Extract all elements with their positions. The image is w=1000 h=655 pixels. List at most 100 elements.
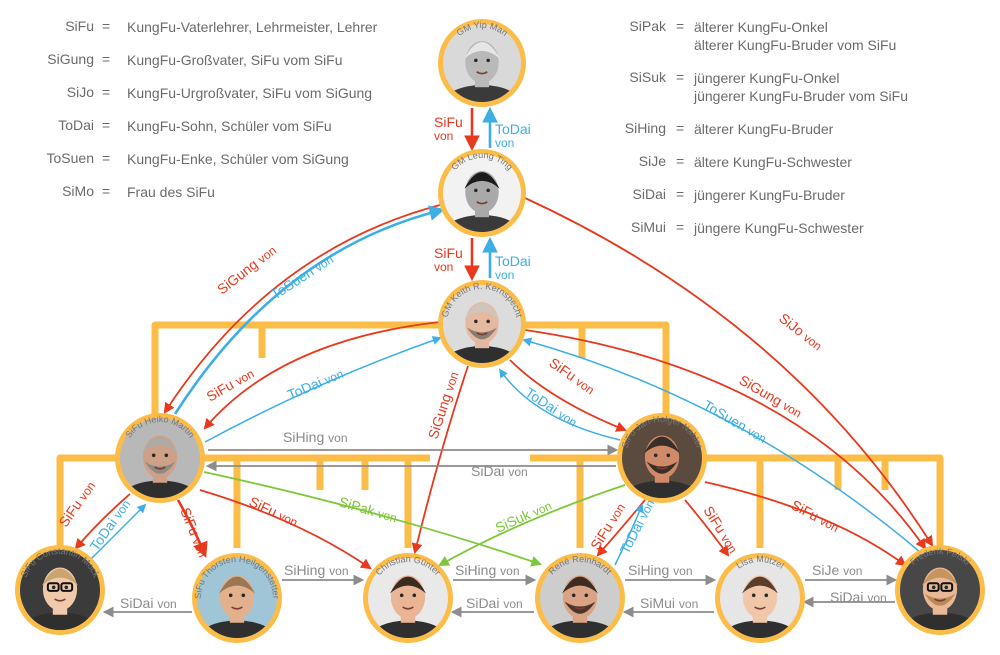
legend-definition: älterer KungFu-Bruder: [694, 121, 834, 137]
relation-arrows: [74, 106, 934, 618]
arrow-sifu-heiko-christian: [199, 489, 372, 570]
relation-label-todai: ToDai von: [285, 365, 346, 403]
legend-term: SiGung: [47, 51, 94, 67]
relation-label-sihing: SiHing von: [283, 429, 348, 445]
person-frederik: Frederik Felski: [895, 545, 985, 635]
relation-label-tosuen: ToSuen von: [701, 397, 770, 446]
avatar: [720, 558, 800, 638]
relation-label-sihing: SiHing von: [628, 562, 693, 578]
arrow-sifu-holger-frederik: [704, 481, 907, 567]
arrow-tosuen-heiko-leung: [173, 205, 446, 415]
avatar: [443, 285, 521, 363]
relation-label-von: von: [495, 136, 514, 150]
relation-label-sifu: SiFu: [434, 114, 463, 130]
avatar: [622, 418, 702, 498]
relation-label-sidai: SiDai von: [830, 589, 887, 605]
legend-definition: KungFu-Vaterlehrer, Lehrmeister, Lehrer: [127, 19, 378, 35]
legend-definition: jüngerer KungFu-Bruder: [694, 187, 845, 203]
relation-label-sidai: SiDai von: [466, 595, 523, 611]
legend-equals: =: [676, 120, 685, 136]
relation-label-sipak: SiPak von: [337, 494, 399, 526]
legend-equals: =: [676, 69, 685, 85]
frame-generation-3-right: [530, 454, 944, 548]
relation-label-von: von: [434, 129, 453, 143]
relation-label-todai: ToDai von: [522, 384, 580, 430]
arrow-sigung-leung-heiko: [163, 204, 441, 414]
arrow-sifu-keith-holger: [509, 359, 628, 432]
avatar: [368, 558, 448, 638]
person-lisa: Lisa Mützel: [715, 553, 805, 643]
arrow-sigung-keith-frederik: [524, 329, 927, 550]
arrow-sifu-keith-heiko: [203, 321, 441, 430]
arrow-sipak-heiko-rene: [203, 471, 543, 567]
legend-definition: KungFu-Großvater, SiFu vom SiFu: [127, 52, 343, 68]
relation-label-von: von: [434, 260, 453, 274]
legend-definition: Frau des SiFu: [127, 184, 215, 200]
legend-equals: =: [102, 84, 111, 100]
legend-term: SiJe: [638, 153, 666, 169]
avatar: [900, 550, 980, 630]
arrow-sijo-leung-frederik: [524, 197, 934, 547]
person-keith: GM Keith R. Kernspecht: [438, 280, 526, 368]
legend-term: SiPak: [629, 18, 666, 34]
legend-definition: KungFu-Enke, Schüler vom SiGung: [127, 151, 349, 167]
relation-label-sije: SiJe von: [812, 562, 862, 578]
relation-label-sifu: SiFu von: [789, 497, 842, 536]
legend-equals: =: [102, 150, 111, 166]
relation-label-sihing: SiHing von: [455, 562, 520, 578]
legend-definition: ältere KungFu-Schwester: [694, 154, 852, 170]
legend-equals: =: [102, 51, 111, 67]
arrow-sifu-heiko-thorsten: [176, 499, 208, 558]
legend-equals: =: [676, 18, 685, 34]
legend-term: ToSuen: [46, 150, 94, 166]
relation-label-todai: ToDai von: [86, 496, 133, 554]
person-holger: SiFu Jan-Holger Nahler: [617, 413, 707, 503]
relation-label-sifu: SiFu von: [700, 503, 741, 556]
legend-term: SiHing: [624, 120, 666, 136]
legend-term: SiJo: [66, 84, 94, 100]
legend-term: ToDai: [58, 117, 94, 133]
legend-equals: =: [676, 219, 685, 235]
arrow-tosuen-frederik-keith: [522, 337, 921, 553]
person-rene: René Reinhardt: [535, 553, 625, 643]
legend-equals: =: [676, 186, 685, 202]
relation-label-von: von: [495, 268, 514, 282]
legend-term: SiSuk: [629, 69, 666, 85]
relation-label-sijo: SiJo von: [776, 310, 826, 354]
person-christian: Christian Günter: [363, 553, 453, 643]
relation-label-todai: ToDai: [495, 121, 531, 137]
legend-definition: KungFu-Urgroßvater, SiFu vom SiGung: [127, 85, 373, 101]
legend-equals: =: [676, 153, 685, 169]
legend-definition: KungFu-Sohn, Schüler vom SiFu: [127, 118, 332, 134]
arrow-todai-rene-holger: [614, 503, 644, 566]
relation-label-sisuk: SiSuk von: [493, 497, 554, 536]
person-nodes: GM Yip Man GM Leung Ting GM Keith R. Kerns…: [15, 19, 985, 643]
legend-term: SiMo: [62, 183, 94, 199]
arrow-todai-holger-keith: [498, 368, 621, 441]
legend-equals: =: [102, 117, 111, 133]
relation-label-sifu: SiFu: [434, 245, 463, 261]
relation-label-todai: ToDai: [495, 253, 531, 269]
legend-equals: =: [102, 18, 111, 34]
frame-generation-2: [151, 321, 670, 418]
person-leung: GM Leung Ting: [438, 149, 526, 237]
avatar: [197, 558, 277, 638]
relation-label-sidai: SiDai von: [120, 595, 177, 611]
arrow-sifu-heiko-constantin: [74, 493, 131, 550]
relation-label-simui: SiMui von: [640, 595, 698, 611]
avatar: [443, 24, 521, 102]
frame-generation-3-left: [56, 454, 430, 548]
legend-definition: jüngere KungFu-Schwester: [694, 220, 864, 236]
relation-label-tosuen: ToSuen von: [268, 251, 336, 303]
avatar: [20, 550, 100, 630]
person-thorsten: SiFu Thorsten Heilgenstetter: [192, 553, 282, 643]
legend-term: SiDai: [632, 186, 666, 202]
arrow-sisuk-holger-christian: [438, 484, 626, 567]
relation-label-sifu: SiFu von: [177, 505, 211, 559]
person-yip: GM Yip Man: [438, 19, 526, 107]
relation-label-sidai: SiDai von: [471, 463, 528, 479]
arrow-todai-constantin-heiko: [89, 503, 147, 561]
